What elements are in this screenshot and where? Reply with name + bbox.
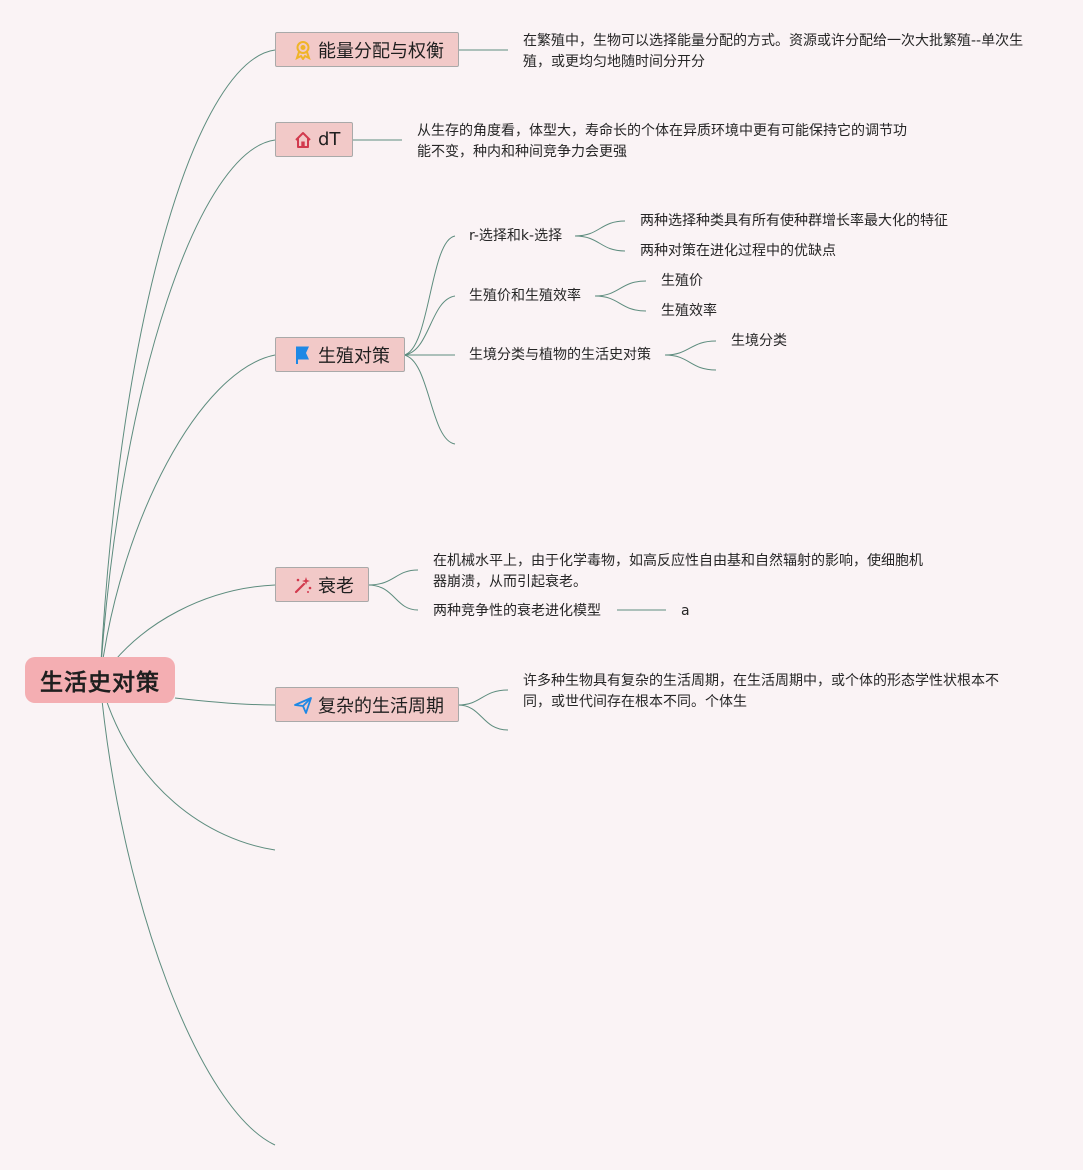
link-aging-note — [367, 569, 419, 586]
topic-lifecycle-label: 复杂的生活周期 — [318, 695, 444, 717]
branch-r-k-selection[interactable]: r-选择和k-选择 — [469, 228, 563, 244]
link-repro-b1 — [403, 235, 456, 356]
link-repro-b2 — [403, 295, 456, 356]
aging-note: 在机械水平上，由于化学毒物，如高反应性自由基和自然辐射的影响，使细胞机器崩溃，从… — [433, 553, 923, 590]
award-ribbon-icon — [292, 39, 314, 61]
leaf-habitat-classification[interactable]: 生境分类 — [731, 333, 787, 349]
link-b2-c1 — [594, 280, 647, 297]
topic-dt[interactable]: dT — [275, 122, 353, 157]
branch-aging-models[interactable]: 两种竞争性的衰老进化模型 — [433, 603, 601, 619]
link-root-repro — [99, 354, 276, 681]
link-lifecycle-empty — [457, 704, 509, 731]
leaf-r-k-traits[interactable]: 两种选择种类具有所有使种群增长率最大化的特征 — [640, 213, 948, 229]
link-root-energy — [99, 49, 276, 681]
leaf-reproductive-value[interactable]: 生殖价 — [661, 273, 703, 289]
lifecycle-note: 许多种生物具有复杂的生活周期，在生活周期中，或个体的形态学性状根本不同，或世代间… — [523, 673, 999, 710]
house-icon — [292, 129, 314, 151]
link-root-lifecycle — [174, 697, 276, 706]
link-lifecycle-note — [457, 689, 509, 706]
topic-aging-label: 衰老 — [318, 575, 354, 597]
link-b3-c2 — [664, 354, 717, 371]
link-root-dt — [99, 139, 276, 681]
dt-note: 从生存的角度看，体型大，寿命长的个体在异质环境中更有可能保持它的调节功能不变，种… — [417, 123, 907, 160]
branch-habitat-classification[interactable]: 生境分类与植物的生活史对策 — [469, 347, 651, 363]
link-aging-model — [367, 584, 419, 611]
central-topic-label: 生活史对策 — [40, 670, 160, 696]
leaf-reproductive-efficiency[interactable]: 生殖效率 — [661, 303, 717, 319]
topic-reproductive-strategy[interactable]: 生殖对策 — [275, 337, 405, 372]
topic-repro-label: 生殖对策 — [318, 345, 390, 367]
topic-complex-life-cycle[interactable]: 复杂的生活周期 — [275, 687, 459, 722]
leaf-aging-model-a[interactable]: a — [681, 603, 690, 619]
sparkle-wand-icon — [292, 574, 314, 596]
topic-dt-label: dT — [318, 129, 341, 150]
link-root-empty2 — [99, 679, 276, 1146]
link-b1-c2 — [574, 235, 626, 252]
flag-icon — [292, 344, 314, 366]
paper-plane-icon — [292, 694, 314, 716]
link-b3-c1 — [664, 340, 717, 356]
topic-energy-allocation[interactable]: 能量分配与权衡 — [275, 32, 459, 67]
link-b2-c2 — [594, 295, 647, 312]
topic-aging[interactable]: 衰老 — [275, 567, 369, 602]
topic-energy-label: 能量分配与权衡 — [318, 40, 444, 62]
central-topic[interactable]: 生活史对策 — [25, 657, 175, 703]
leaf-r-k-pros-cons[interactable]: 两种对策在进化过程中的优缺点 — [640, 243, 836, 259]
link-b1-c1 — [574, 220, 626, 237]
branch-reproductive-value[interactable]: 生殖价和生殖效率 — [469, 288, 581, 304]
link-repro-b4 — [403, 354, 456, 445]
energy-note: 在繁殖中，生物可以选择能量分配的方式。资源或许分配给一次大批繁殖--单次生殖，或… — [523, 33, 1024, 70]
link-root-empty1 — [99, 679, 276, 851]
